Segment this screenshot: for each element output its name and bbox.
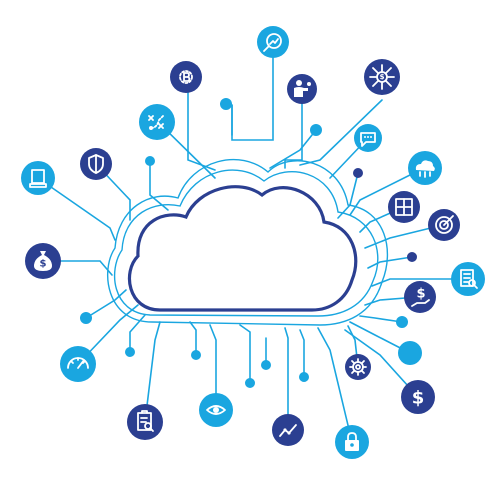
target-node: [428, 209, 460, 241]
bitcoin-node: [170, 61, 202, 93]
cloud-network-icon: [415, 160, 435, 178]
strategy-node: [139, 104, 175, 140]
book-node: [21, 161, 55, 195]
connector-dot: [299, 372, 309, 382]
money-bag-icon: $: [34, 251, 52, 271]
dollar-node: $: [401, 380, 435, 414]
lock-node: [335, 425, 369, 459]
growth-chart-icon: [263, 33, 282, 52]
target-icon: [435, 215, 454, 234]
report-icon: [137, 410, 154, 432]
connector-dot: [220, 98, 232, 110]
invoice-node: [451, 262, 485, 296]
trend-icon: [279, 424, 297, 437]
connector-dot: [145, 156, 155, 166]
growth-chart-node: [257, 26, 289, 58]
connector-dot: [396, 316, 408, 328]
strategy-icon: [148, 115, 164, 130]
speedometer-node: [60, 346, 96, 382]
eye-node: [199, 393, 233, 427]
chat-icon: [360, 132, 376, 147]
bitcoin-icon: [179, 70, 193, 84]
book-icon: [29, 169, 47, 188]
connector-dot: [261, 360, 271, 370]
connector-dot: [398, 341, 422, 365]
calculator-node: [388, 191, 420, 223]
trend-node: [272, 414, 304, 446]
report-node: [127, 404, 163, 440]
shield-node: [80, 148, 112, 180]
dollar-network-node: $: [364, 59, 400, 95]
investor-node: [287, 74, 317, 104]
money-bag-glyph: $: [40, 259, 47, 270]
dollar-hand-node: $: [404, 281, 436, 313]
connector-dot: [310, 124, 322, 136]
connector-dot: [245, 378, 255, 388]
connector-dot: [353, 168, 363, 178]
dollar-network-icon: $: [369, 64, 395, 90]
investor-icon: [294, 80, 311, 97]
dollar-network-glyph: $: [380, 73, 385, 81]
connector-dot: [125, 347, 135, 357]
money-bag-node: $: [25, 243, 61, 279]
dollar-icon: $: [412, 388, 425, 409]
lock-icon: [345, 432, 359, 451]
shield-icon: [88, 154, 104, 174]
gear-node: [345, 354, 371, 380]
connector-dot: [80, 312, 92, 324]
dollar-hand-glyph: $: [416, 287, 425, 302]
chat-node: [354, 124, 382, 152]
dollar-hand-icon: $: [411, 287, 430, 307]
connector-dot: [407, 252, 417, 262]
connector-dots: [80, 98, 422, 388]
speedometer-icon: [67, 357, 89, 369]
calculator-icon: [395, 198, 413, 216]
invoice-icon: [460, 269, 478, 289]
eye-icon: [206, 405, 226, 415]
cloud-network-node: [408, 151, 442, 185]
gear-icon: [349, 358, 367, 376]
connector-dot: [191, 350, 201, 360]
cloud-icon: [107, 158, 389, 326]
